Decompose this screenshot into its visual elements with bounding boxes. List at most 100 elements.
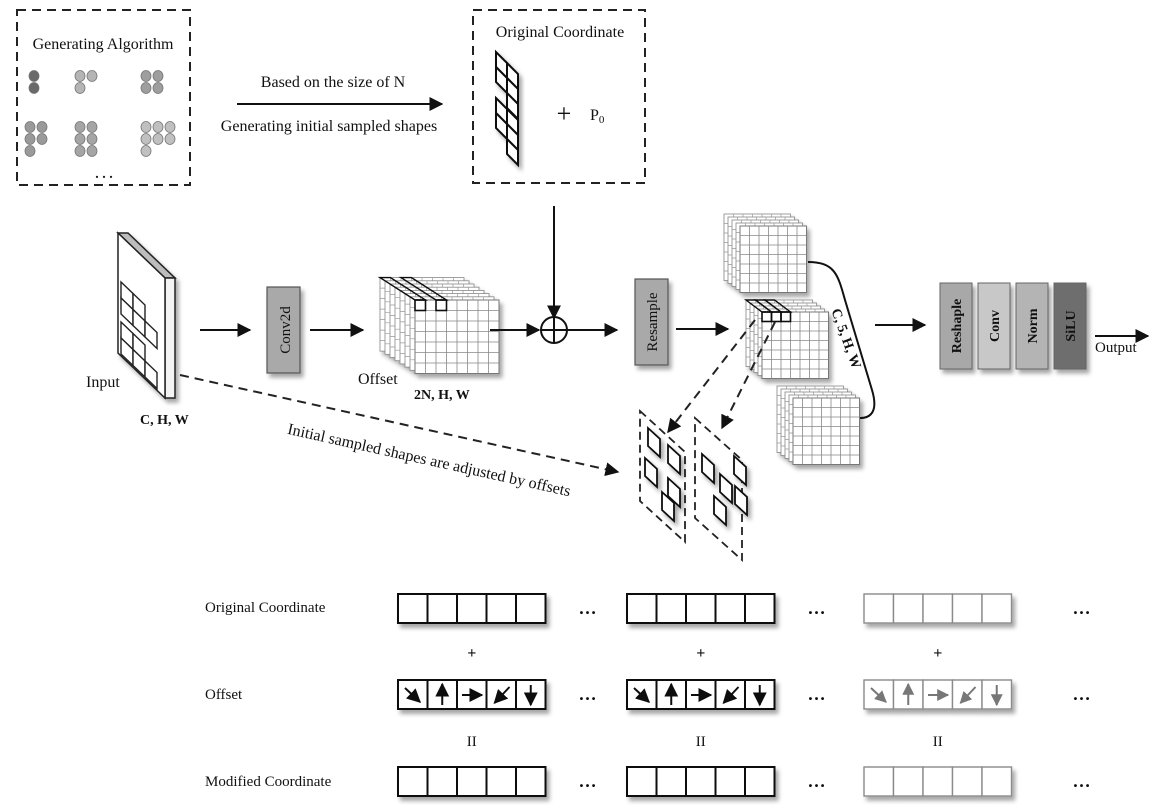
conv2d-label: Conv2d [278, 306, 294, 354]
coord-cell [981, 766, 1013, 797]
sample-dot [140, 70, 152, 82]
grid-cell [713, 493, 727, 528]
ellipsis: … [808, 684, 826, 704]
adjust-label: Initial sampled shapes are adjusted by o… [286, 421, 572, 500]
sampling-shape-dots [24, 70, 176, 157]
original-row [397, 593, 547, 624]
output-block-reshaple: Reshaple [939, 282, 973, 370]
coord-cell [863, 593, 895, 624]
sample-dot [24, 145, 36, 157]
top-arrow-label-below: Generating initial sampled shapes [221, 118, 437, 135]
sample-dot [152, 70, 164, 82]
cube-front [761, 311, 829, 379]
stack-brace [807, 261, 876, 419]
output-block-silu: SiLU [1053, 282, 1087, 370]
deformed-sampling-planes [639, 408, 748, 563]
generating-box-border [16, 9, 191, 186]
ellipsis: … [808, 771, 826, 791]
sample-dot [140, 121, 152, 133]
sample-dot [74, 145, 86, 157]
coord-cell [456, 766, 488, 797]
original-sampling-grid-icon [495, 49, 519, 168]
sample-dot [74, 133, 86, 145]
coord-cell [685, 593, 717, 624]
sample-dot [36, 133, 48, 145]
sample-dot [152, 133, 164, 145]
offset-tensor [377, 276, 500, 374]
grid-cell [733, 453, 747, 488]
highlight-tube [398, 276, 449, 301]
sample-dot [152, 121, 164, 133]
output-block-label: Conv [988, 310, 1003, 342]
modified-row [397, 766, 547, 797]
highlight-tube [762, 299, 793, 313]
sample-dot [24, 121, 36, 133]
coord-group-1: +II……… [397, 593, 597, 797]
feature-cube-top [723, 213, 807, 293]
grid-cell [144, 319, 158, 351]
coord-cell [922, 593, 954, 624]
coord-cell [426, 593, 458, 624]
sample-dot [36, 121, 48, 133]
coord-cell [515, 593, 547, 624]
sample-dot [140, 145, 152, 157]
arrow-down-left-icon [722, 686, 740, 705]
grid-cell [667, 475, 681, 510]
sample-points [701, 451, 748, 528]
grid-cell [661, 489, 675, 524]
generating-dots-ellipsis: . . . [95, 167, 113, 182]
sample-dot [152, 82, 164, 94]
cube-front [739, 225, 807, 293]
plus-operator: + [933, 645, 942, 662]
original-coordinate-box: Original Coordinate + P0 [472, 9, 646, 184]
offset-row [863, 679, 1013, 710]
ellipsis: … [1073, 771, 1091, 791]
sample-dot [28, 82, 40, 94]
equals-operator: II [696, 734, 706, 750]
plus-sign: + [557, 99, 572, 128]
coord-cell [655, 766, 687, 797]
sample-dot [74, 82, 86, 94]
offset-row [626, 679, 776, 710]
row-label-original: Original Coordinate [205, 600, 326, 616]
resampled-feature-stack [723, 213, 860, 465]
coord-cell [744, 593, 776, 624]
coord-cell [485, 593, 517, 624]
input-dims-label: C, H, W [140, 413, 189, 428]
original-row [863, 593, 1013, 624]
ellipsis: … [1073, 684, 1091, 704]
coord-cell [892, 766, 924, 797]
sample-dot [86, 145, 98, 157]
coordinate-table: +II………+II………+II……… [397, 593, 1091, 797]
plus-operator: + [467, 645, 476, 662]
grid-cell [734, 483, 748, 518]
feature-cube-bottom [776, 385, 860, 465]
arrow-down-right-icon [404, 687, 422, 703]
output-block-rect [1015, 282, 1049, 370]
output-block-label: Reshaple [950, 299, 965, 353]
offset-dims-label: 2N, H, W [414, 388, 470, 403]
conv2d-block: Conv2d [266, 286, 301, 374]
coord-cell [626, 766, 658, 797]
coord-cell [714, 766, 746, 797]
sample-dot [24, 133, 36, 145]
grid-cell [144, 359, 158, 391]
coord-cell [892, 593, 924, 624]
plus-operator: + [696, 645, 705, 662]
arrow-down-left-icon [959, 686, 977, 704]
feature-cube-middle [743, 299, 829, 379]
coord-cell [397, 593, 429, 624]
coord-cell [456, 593, 488, 624]
input-label: Input [86, 374, 120, 391]
sample-dot [86, 133, 98, 145]
output-block-rect [1053, 282, 1087, 370]
sample-dot [140, 82, 152, 94]
coord-cell [685, 766, 717, 797]
grid-cell [506, 136, 519, 168]
arrow-down-left-icon [493, 686, 511, 705]
coord-cell [397, 766, 429, 797]
resample-block: Resample [634, 278, 669, 366]
offset-cube [377, 276, 500, 374]
original-box-border [472, 9, 646, 184]
